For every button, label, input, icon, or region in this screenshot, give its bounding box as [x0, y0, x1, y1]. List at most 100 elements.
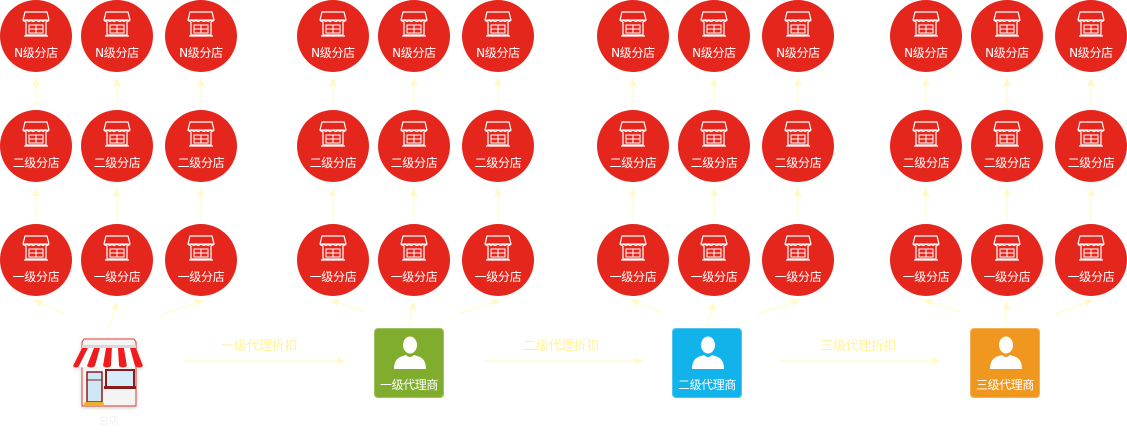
branch-store-node: 一级分店 — [0, 224, 72, 296]
branch-store-label: N级分店 — [611, 46, 655, 60]
row-connector-arrowhead — [494, 188, 502, 196]
row-connector-arrowhead — [1087, 78, 1095, 86]
branch-store-node: N级分店 — [971, 0, 1043, 72]
branch-store-label: N级分店 — [179, 46, 223, 60]
person-icon — [392, 335, 428, 369]
branch-store-label: 一级分店 — [983, 270, 1031, 284]
branch-store-node: 二级分店 — [971, 110, 1043, 182]
row-connector-arrowhead — [629, 78, 637, 86]
row-connector-arrowhead — [410, 188, 418, 196]
branch-store-label: 二级分店 — [690, 156, 738, 170]
fan-connector-arrowhead — [924, 298, 933, 307]
shop-icon — [782, 10, 814, 38]
branch-store-node: 二级分店 — [762, 110, 834, 182]
row-connector-arrowhead — [629, 188, 637, 196]
agent-node-level2: 二级代理商 — [672, 328, 742, 398]
shop-icon — [398, 234, 430, 262]
branch-store-label: 一级分店 — [309, 270, 357, 284]
branch-store-label: 二级分店 — [309, 156, 357, 170]
branch-store-label: 二级分店 — [609, 156, 657, 170]
branch-store-node: N级分店 — [762, 0, 834, 72]
shop-icon — [20, 10, 52, 38]
shop-icon — [101, 234, 133, 262]
fan-connector-arrowhead — [331, 298, 340, 307]
shop-icon — [185, 10, 217, 38]
branch-store-label: 一级分店 — [177, 270, 225, 284]
row-connector-arrowhead — [710, 78, 718, 86]
row-connector-arrowhead — [922, 78, 930, 86]
agent-label: 三级代理商 — [975, 378, 1034, 392]
shop-icon — [482, 234, 514, 262]
branch-store-node: N级分店 — [0, 0, 72, 72]
branch-store-node: 二级分店 — [597, 110, 669, 182]
shop-icon — [1075, 234, 1107, 262]
shop-icon — [398, 10, 430, 38]
branch-store-node: N级分店 — [81, 0, 153, 72]
fan-connector-arrowhead — [110, 302, 119, 311]
branch-store-label: N级分店 — [985, 46, 1029, 60]
fan-connector-arrowhead — [791, 298, 800, 307]
shop-icon — [1075, 10, 1107, 38]
branch-store-label: 一级分店 — [474, 270, 522, 284]
branch-store-label: N级分店 — [311, 46, 355, 60]
branch-store-label: 一级分店 — [690, 270, 738, 284]
shop-icon — [617, 120, 649, 148]
branch-store-label: 一级分店 — [609, 270, 657, 284]
branch-store-label: 一级分店 — [1067, 270, 1115, 284]
branch-store-label: 二级分店 — [474, 156, 522, 170]
branch-store-label: 二级分店 — [774, 156, 822, 170]
discount-label-level3: 三级代理折扣 — [820, 339, 897, 354]
branch-store-node: 一级分店 — [1055, 224, 1127, 296]
row-connector-arrowhead — [329, 188, 337, 196]
branch-store-node: N级分店 — [165, 0, 237, 72]
fan-connector-arrowhead — [194, 298, 203, 307]
shop-icon — [698, 120, 730, 148]
row-connector-arrowhead — [494, 78, 502, 86]
agent-label: 二级代理商 — [677, 378, 736, 392]
shop-icon — [698, 234, 730, 262]
row-connector-arrowhead — [1087, 188, 1095, 196]
branch-store-node: 一级分店 — [378, 224, 450, 296]
branch-store-label: N级分店 — [14, 46, 58, 60]
branch-store-node: 一级分店 — [762, 224, 834, 296]
row-connector-arrowhead — [32, 78, 40, 86]
branch-store-label: 一级分店 — [12, 270, 60, 284]
branch-store-node: 二级分店 — [462, 110, 534, 182]
shop-icon — [101, 120, 133, 148]
storefront-icon — [73, 338, 143, 407]
shop-icon — [317, 120, 349, 148]
shop-icon — [482, 10, 514, 38]
row-connector-arrowhead — [410, 78, 418, 86]
shop-icon — [617, 10, 649, 38]
shop-icon — [991, 10, 1023, 38]
shop-icon — [991, 234, 1023, 262]
branch-store-label: N级分店 — [95, 46, 139, 60]
branch-store-node: N级分店 — [462, 0, 534, 72]
shop-icon — [617, 234, 649, 262]
discount-label-level2: 二级代理折扣 — [523, 339, 600, 354]
branch-store-node: 二级分店 — [1055, 110, 1127, 182]
branch-store-node: 二级分店 — [165, 110, 237, 182]
fan-connector-arrowhead — [34, 299, 43, 308]
branch-store-node: 一级分店 — [81, 224, 153, 296]
branch-store-node: 一级分店 — [462, 224, 534, 296]
branch-store-label: 二级分店 — [1067, 156, 1115, 170]
headquarters-store — [70, 336, 150, 410]
shop-icon — [317, 234, 349, 262]
branch-store-node: 二级分店 — [678, 110, 750, 182]
shop-icon — [782, 120, 814, 148]
fan-connector-arrowhead — [1084, 299, 1093, 307]
branch-store-label: N级分店 — [1069, 46, 1113, 60]
branch-store-node: 二级分店 — [81, 110, 153, 182]
shop-icon — [20, 234, 52, 262]
row-connector-arrowhead — [197, 78, 205, 86]
agent-node-level3: 三级代理商 — [970, 328, 1040, 398]
row-connector-arrowhead — [794, 78, 802, 86]
row-connector-arrowhead — [794, 188, 802, 196]
branch-store-label: 一级分店 — [902, 270, 950, 284]
branch-store-node: N级分店 — [378, 0, 450, 72]
branch-store-label: 二级分店 — [12, 156, 60, 170]
branch-store-label: N级分店 — [476, 46, 520, 60]
